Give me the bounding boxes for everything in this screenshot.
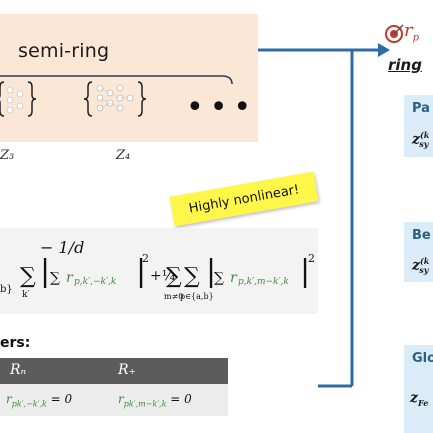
card-glo-label: Glo — [412, 351, 433, 366]
abs-bar-right-2: | — [300, 254, 311, 289]
constraints-table-body — [0, 384, 228, 416]
plus-quarter: +¼ — [150, 268, 176, 284]
term1: r — [66, 270, 73, 286]
term1-sub: p,k′,−k′,k — [74, 277, 117, 287]
sum-index-p: p∈{a,b} — [180, 292, 214, 301]
card-be-label: Be — [412, 228, 431, 243]
sum-index-m: m≠0 — [164, 292, 184, 301]
semi-ring-title: semi-ring — [18, 40, 110, 62]
cell-rn: rpk′,−k′,k = 0 — [6, 392, 73, 409]
z4-label: Z₄ — [116, 148, 131, 163]
term2: r — [230, 270, 237, 286]
sum-symbol-k: ∑ — [50, 270, 60, 286]
semi-ring-graphics — [0, 75, 233, 117]
arrowhead — [378, 43, 390, 57]
sum-index-k1: k′ — [22, 290, 30, 300]
header-rplus: R₊ — [118, 362, 136, 378]
z3-label: Z₃ — [0, 148, 15, 163]
ring-subtitle: ring — [388, 56, 422, 74]
card-glo-value: zFe — [410, 390, 429, 408]
network-icon-z3 — [0, 81, 37, 117]
card-pa-value: z(ksy — [412, 130, 430, 150]
ring-target-title: rp — [404, 20, 420, 44]
sum-symbol-p: ∑ — [184, 264, 200, 289]
exp-1: 2 — [142, 252, 149, 265]
exp-2: 2 — [308, 252, 315, 265]
term2-sub: p,k′,m−k′,k — [238, 277, 289, 287]
sum-symbol-1: ∑ — [20, 264, 36, 289]
abs-bar-left-2: | — [206, 254, 217, 289]
card-glo: Glo — [404, 345, 433, 433]
sum-symbol-m: ∑ — [166, 264, 182, 289]
cell-rplus: rpk′,m−k′,k = 0 — [118, 392, 192, 409]
ellipsis: ••• — [186, 90, 258, 125]
card-be-value: z(ksy — [412, 256, 430, 276]
card-pa: Pa — [404, 95, 433, 157]
constraints-label: ers: — [0, 335, 31, 351]
target-icon — [385, 24, 404, 43]
abs-bar-left: | — [40, 254, 51, 289]
sum-index-left: b} — [0, 284, 13, 295]
constraints-table-header — [0, 358, 228, 384]
semi-ring-underline — [0, 75, 233, 85]
card-be: Be — [404, 222, 433, 282]
abs-bar-right: | — [136, 254, 147, 289]
equation-box — [0, 228, 318, 314]
card-pa-label: Pa — [412, 101, 430, 116]
network-icon-z4 — [83, 81, 147, 117]
loss-equation: b} ∑ k′ | ∑ r p,k′,−k′,k | 2 +¼ ∑ m≠0 ∑ … — [0, 252, 318, 312]
sum-symbol-k2: ∑ — [214, 270, 224, 286]
equation-fragment: − 1/d — [40, 238, 85, 257]
semi-ring-panel — [0, 14, 258, 142]
header-rn: Rₙ — [10, 362, 27, 378]
